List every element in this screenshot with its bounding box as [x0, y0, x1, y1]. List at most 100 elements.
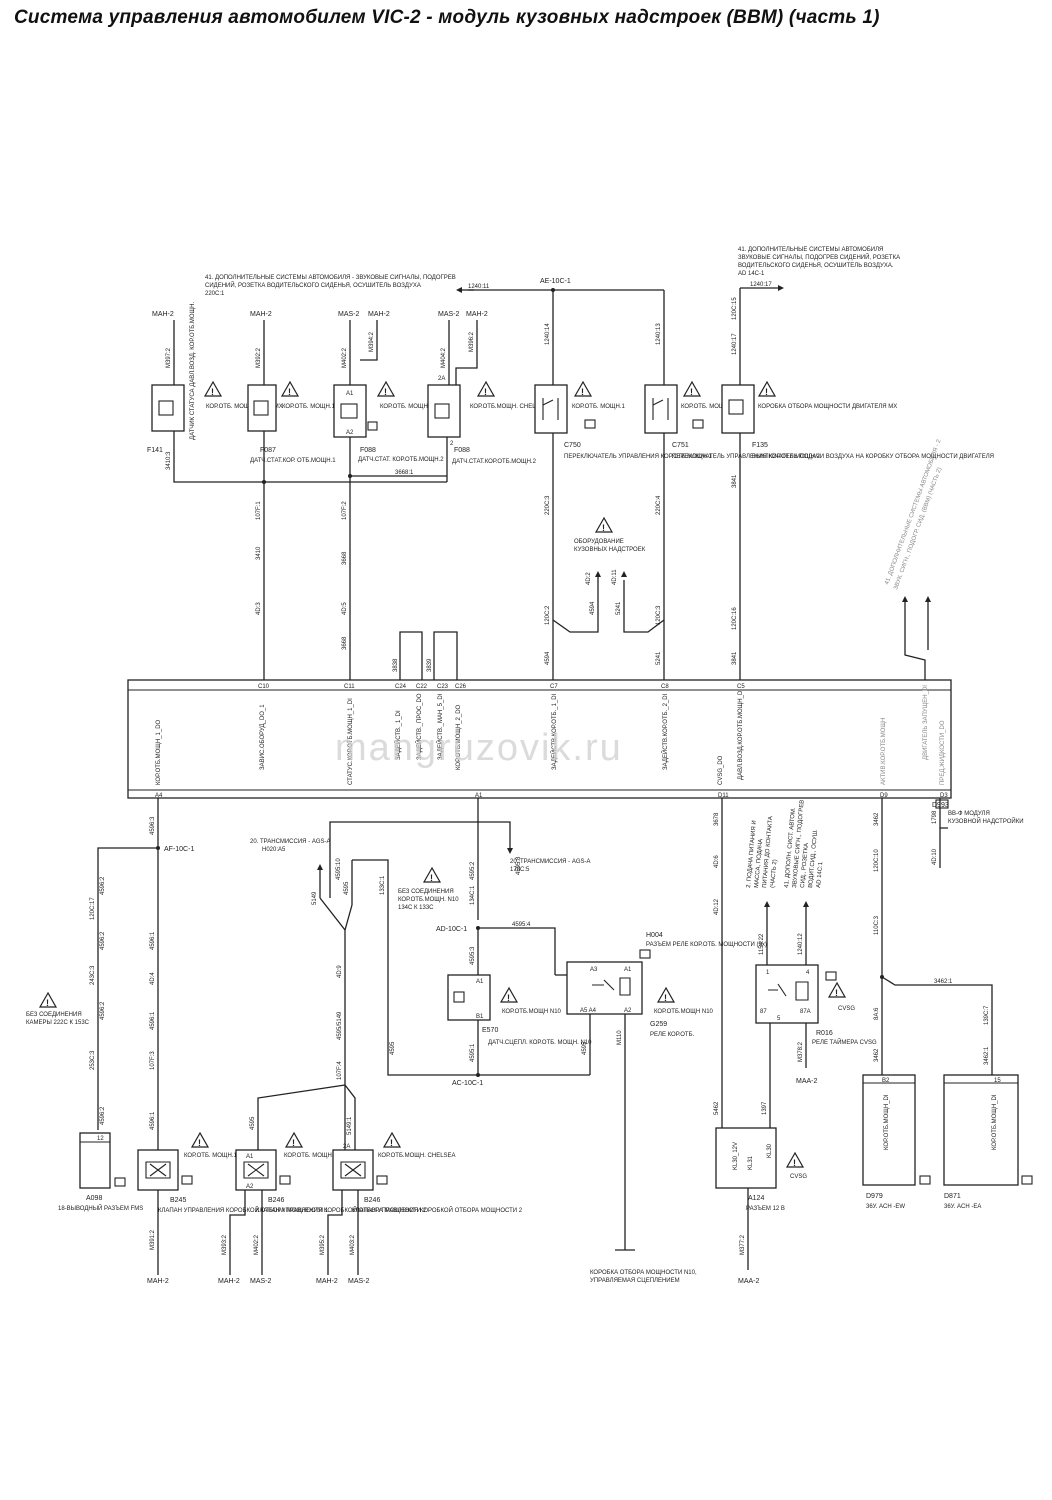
wire-label-1154-22: 1154:22 — [759, 933, 765, 955]
warning-icon-e570 — [499, 986, 519, 1003]
warning-mark: ! — [384, 387, 387, 397]
sensor-e570-symbol — [453, 991, 465, 1003]
connector-d979 — [862, 1074, 916, 1186]
warning-icon-c750 — [573, 380, 593, 397]
wire-label-4596-2c: 4596:2 — [100, 1001, 106, 1020]
wire-label-4595-10: 4595:10 — [336, 858, 342, 880]
warning-mark: ! — [430, 873, 433, 883]
svg-text:87A: 87A — [800, 1009, 811, 1015]
svg-text:2A: 2A — [343, 1144, 350, 1150]
wire-3838-loop — [399, 631, 423, 680]
switch-f135-symbol — [728, 399, 744, 415]
wire-label-3668: 3668 — [342, 551, 348, 565]
wire-label-4594: 4594 — [545, 651, 551, 665]
warning-mark: ! — [46, 998, 49, 1008]
ground-label-b246a-mah: MAH-2 — [218, 1278, 240, 1285]
wire-far-right-1 — [904, 600, 926, 680]
sensor-f141-id: F141 — [147, 447, 163, 454]
wire-4595-left — [329, 821, 478, 898]
warning-mark: ! — [484, 387, 487, 397]
wire-label-4595-4: 4595:4 — [512, 922, 531, 928]
wire-3462-1 — [881, 976, 993, 1075]
ground-label-b245: MAH-2 — [147, 1278, 169, 1285]
wire-4596-2 — [97, 847, 158, 1130]
pin-c22: C22 — [416, 684, 428, 690]
sensor-f088a-desc: ДАТЧ.СТАТ. КОР.ОТБ.МОЩН.2 — [358, 457, 444, 463]
pin-c23: C23 — [437, 684, 449, 690]
connector-a124 — [715, 1127, 777, 1189]
pin-d11: D11 — [718, 793, 729, 799]
note-right-2: МАССА, ПОДАЧА — [754, 839, 764, 889]
svg-text:KL30_12V: KL30_12V — [733, 1142, 739, 1170]
warning-icon-camera — [38, 991, 58, 1008]
connector-d871-desc: 36У. ACH -EA — [944, 1204, 981, 1210]
conn-107f-1: 107F:1 — [256, 501, 262, 520]
wire-label-5462: 5462 — [714, 1101, 720, 1115]
wire-label-4595d: 4595 — [390, 1041, 396, 1055]
wire-label-1240-13: 1240:13 — [656, 323, 662, 345]
svg-text:KL31: KL31 — [748, 1155, 754, 1170]
note-bottom-ptu-2: УПРАВЛЯЕМАЯ СЦЕПЛЕНИЕМ — [590, 1278, 680, 1284]
pin-c26: C26 — [455, 684, 467, 690]
module-signal-12: ДВИГАТЕЛЬ ЗАПУЩЕН_DI — [923, 685, 929, 760]
ground-label-f087: MAH-2 — [250, 311, 272, 318]
wire-label-4595-1: 4595:1 — [470, 1043, 476, 1062]
warn-label-f088b: КОР.ОТБ.МОЩН. CHELSEA — [470, 404, 548, 410]
conn-220c-3: 220C:3 — [545, 495, 551, 515]
module-signal-6: КОР.ОТБ.МОЩН_2_DO — [456, 704, 462, 770]
connector-d979-id: D979 — [866, 1193, 883, 1200]
module-signal-13: ПРЕД.ЖИДКОСТИ_DO — [940, 720, 946, 785]
connector-a098 — [79, 1132, 111, 1189]
wire-label-1798: 1798 — [932, 810, 938, 824]
conn-120c-2: 120C:2 — [545, 605, 551, 625]
page-title: Система управления автомобилем VIC-2 - м… — [14, 7, 880, 28]
svg-text:5: 5 — [777, 1016, 781, 1022]
wire-label-3462: 3462 — [874, 812, 880, 826]
wire-label-1240-17: 1240:17 — [750, 282, 772, 288]
warning-icon-b245 — [190, 1131, 210, 1148]
pin-a1: A1 — [475, 793, 483, 799]
pin-c8: C8 — [661, 684, 669, 690]
wire-label-4596-1c: 4596:1 — [150, 1111, 156, 1130]
warning-mark: ! — [765, 387, 768, 397]
note-body-equipment-2: КУЗОВНЫХ НАДСТРОЕК — [574, 547, 646, 553]
wire-label-4596-1b: 4596:1 — [150, 1011, 156, 1030]
sensor-f141-symbol — [158, 400, 174, 416]
pin-a4: A4 — [155, 793, 163, 799]
connector-d979-desc: 36У. ACH -EW — [866, 1204, 905, 1210]
wire-label-3839: 3839 — [427, 658, 433, 672]
wire-label-5241b: 5241 — [616, 601, 622, 615]
switch-c751 — [644, 384, 678, 434]
relay-g259-desc: РЕЛЕ КОР.ОТБ. — [650, 1032, 695, 1038]
warn-label-b246a: КОР.ОТБ. МОЩН.2 — [284, 1153, 338, 1159]
wire-label-5241: 5241 — [656, 651, 662, 665]
warning-mark: ! — [793, 1158, 796, 1168]
watermark-text: mangruzovik.ru — [335, 727, 623, 769]
pin-c7: C7 — [550, 684, 558, 690]
switch-c750-desc: ПЕРЕКЛЮЧАТЕЛЬ УПРАВЛЕНИЯ КОР.ОТБ.МОЩН.1 — [564, 454, 712, 460]
conn-4d-9: 4D:9 — [337, 965, 343, 978]
body-builder-module — [127, 679, 952, 799]
wire-4594-branch — [552, 580, 599, 633]
relay-g259-symbol — [592, 977, 631, 996]
valve-b245-desc: КЛАПАН УПРАВЛЕНИЯ КОРОБКОЙ ОТБОРА МОЩНОС… — [158, 1206, 329, 1214]
switch-c750-symbol — [542, 398, 559, 420]
connector-icon — [181, 1175, 193, 1185]
svg-text:КОР.ОТБ.МОЩН_DI: КОР.ОТБ.МОЩН_DI — [992, 1094, 998, 1150]
module-inner-lines — [128, 689, 951, 791]
switch-c750 — [534, 384, 568, 434]
junction-af: AF-10C-1 — [164, 846, 194, 853]
junction-ac: AC-10C-1 — [452, 1080, 483, 1087]
wire-label-m392: M392:2 — [256, 347, 262, 368]
connector-a098-desc: 18-ВЫВОДНЫЙ РАЗЪЕМ FMS — [58, 1204, 143, 1212]
module-ref-1: BB-Ф МОДУЛЯ — [948, 811, 990, 817]
svg-text:12: 12 — [97, 1136, 104, 1142]
wire-4595-4 — [478, 927, 556, 975]
module-signal-8: ЗАДЕЙСТВ.КОР.ОТБ._2_DI — [661, 693, 669, 770]
wire-label-m377: M377:2 — [740, 1234, 746, 1255]
wire-label-4595b: 4595 — [250, 1116, 256, 1130]
conn-4d-10: 4D:10 — [932, 848, 938, 865]
connector-icon — [584, 419, 596, 429]
warn-label-b245: КОР.ОТБ. МОЩН.1 — [184, 1153, 238, 1159]
wire-4595-right — [478, 821, 511, 850]
